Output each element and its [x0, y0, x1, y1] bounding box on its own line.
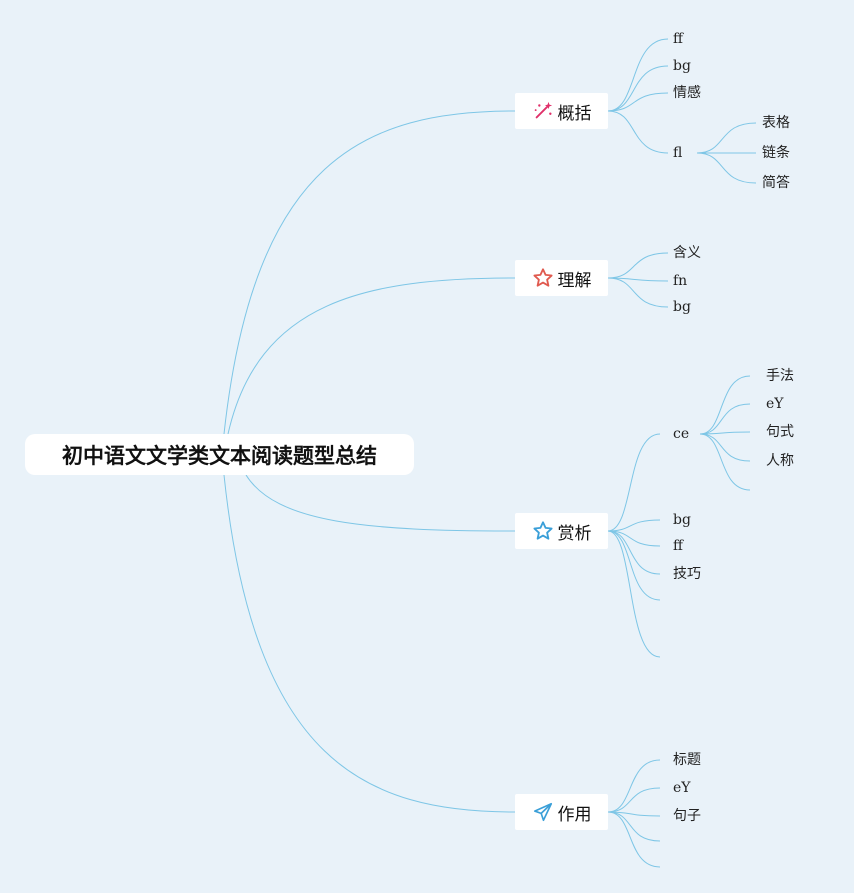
leaf-summary-emotion[interactable]: 情感: [673, 85, 701, 101]
leaf-summary-fl[interactable]: fl: [673, 145, 683, 161]
branch-summary-label: 概括: [557, 103, 592, 124]
link-ce-ey: [699, 403, 751, 435]
link-appreciation-ff: [607, 530, 661, 547]
root-topic-label: 初中语文文学类文本阅读题型总结: [62, 443, 377, 468]
leaf-appreciation-bg[interactable]: bg: [673, 512, 691, 528]
link-root-appreciation: [245, 474, 516, 532]
branch-understanding-label: 理解: [557, 270, 592, 291]
link-summary-fl: [607, 110, 669, 154]
branch-appreciation-label: 赏析: [557, 523, 592, 544]
link-ce-person: [699, 433, 751, 462]
link-summary-bg: [607, 65, 669, 112]
root-topic[interactable]: 初中语文文学类文本阅读题型总结: [25, 434, 414, 475]
link-function-title: [607, 759, 661, 813]
star-outline-red-icon: [532, 267, 554, 289]
star-outline-blue-icon: [532, 520, 554, 542]
link-ce-sentence-pattern: [699, 431, 751, 435]
link-function-empty-2: [607, 811, 661, 868]
link-appreciation-ce: [607, 433, 661, 532]
leaf-fl-table[interactable]: 表格: [762, 115, 790, 131]
link-root-understanding: [227, 277, 516, 435]
paper-plane-icon: [532, 801, 554, 823]
link-fl-table: [696, 122, 757, 154]
magic-wand-icon: [532, 100, 554, 122]
link-understanding-meaning: [607, 252, 669, 279]
leaf-fl-chain[interactable]: 链条: [762, 145, 790, 161]
link-function-empty-1: [607, 811, 661, 842]
leaf-appreciation-ff[interactable]: ff: [673, 538, 683, 554]
link-ce-technique: [699, 375, 751, 435]
link-function-sentence: [607, 811, 661, 817]
link-appreciation-empty-1: [607, 530, 661, 601]
link-summary-emotion: [607, 92, 669, 112]
leaf-appreciation-ce[interactable]: ce: [673, 426, 690, 442]
branch-understanding[interactable]: 理解: [515, 260, 608, 296]
link-appreciation-empty-2: [607, 530, 661, 658]
leaf-summary-bg[interactable]: bg: [673, 58, 691, 74]
link-ce-empty: [699, 433, 751, 491]
link-understanding-fn: [607, 277, 669, 282]
leaf-function-sentence[interactable]: 句子: [673, 808, 701, 824]
leaf-understanding-bg[interactable]: bg: [673, 299, 691, 315]
leaf-function-ey[interactable]: eY: [673, 780, 691, 796]
leaf-function-title[interactable]: 标题: [673, 752, 701, 768]
leaf-ce-ey[interactable]: eY: [766, 396, 784, 412]
link-understanding-bg: [607, 277, 669, 308]
leaf-ce-technique[interactable]: 手法: [766, 368, 794, 384]
link-appreciation-skill: [607, 530, 661, 575]
branch-summary[interactable]: 概括: [515, 93, 608, 129]
leaf-fl-short-answer[interactable]: 简答: [762, 175, 790, 191]
branch-function[interactable]: 作用: [515, 794, 608, 830]
leaf-ce-person[interactable]: 人称: [766, 453, 794, 469]
leaf-understanding-meaning[interactable]: 含义: [673, 245, 701, 261]
link-root-function: [223, 474, 516, 813]
link-summary-ff: [607, 38, 669, 112]
branch-appreciation[interactable]: 赏析: [515, 513, 608, 549]
leaf-appreciation-skill[interactable]: 技巧: [673, 566, 701, 582]
leaf-summary-ff[interactable]: ff: [673, 31, 683, 47]
link-function-ey: [607, 787, 661, 813]
link-fl-short-answer: [696, 152, 757, 184]
leaf-ce-sentence-pattern[interactable]: 句式: [766, 424, 794, 440]
branch-function-label: 作用: [557, 804, 592, 825]
link-root-summary: [223, 110, 516, 435]
link-appreciation-bg: [607, 519, 661, 532]
leaf-understanding-fn[interactable]: fn: [673, 273, 688, 289]
